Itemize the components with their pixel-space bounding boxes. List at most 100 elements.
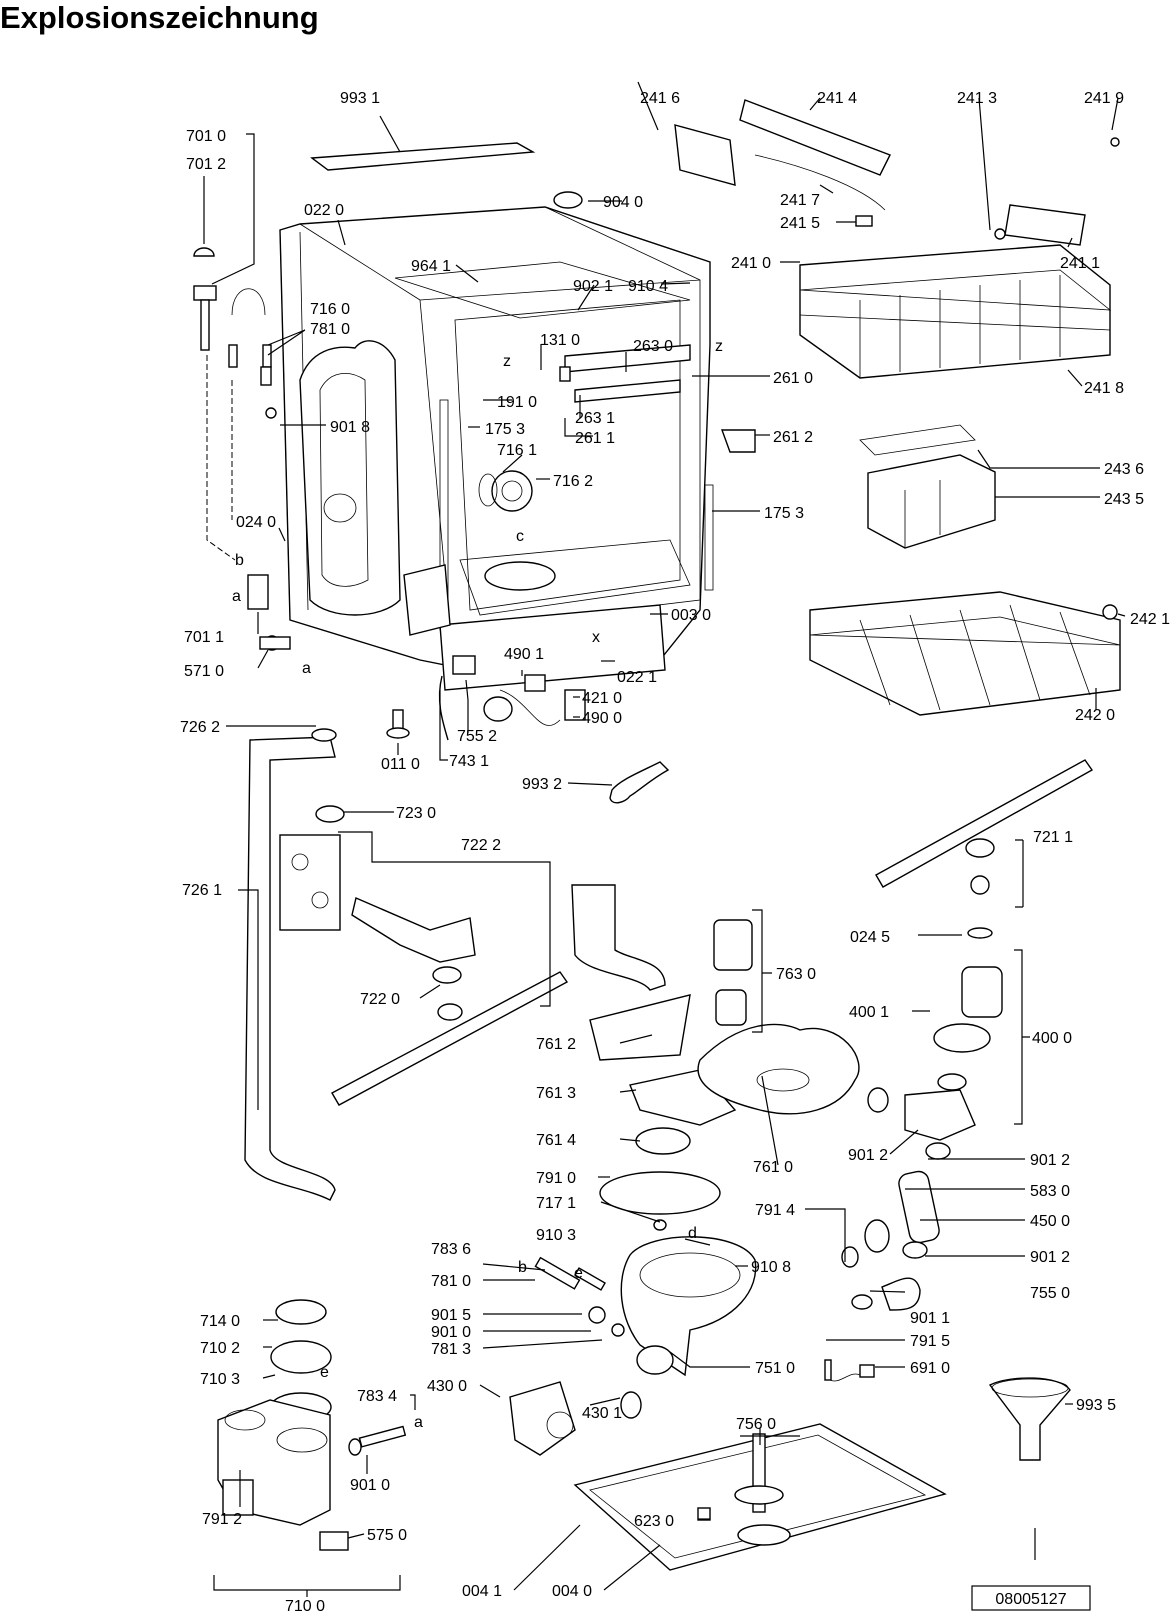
part-label: 755 2 <box>457 728 497 745</box>
part-label: 242 1 <box>1130 611 1170 628</box>
parts-drawing <box>193 99 1121 1571</box>
part-label: 761 4 <box>536 1132 576 1149</box>
ref-letter: a <box>302 660 311 677</box>
part-label: 910 8 <box>751 1259 791 1276</box>
part-label: 716 2 <box>553 473 593 490</box>
part-label: 701 1 <box>184 629 224 646</box>
reference-letters: z z c x b a a b e e d a <box>232 338 723 1431</box>
part-label: 243 5 <box>1104 491 1144 508</box>
part-label: 710 0 <box>285 1598 325 1614</box>
part-label: 904 0 <box>603 194 643 211</box>
part-label: 241 9 <box>1084 90 1124 107</box>
part-label: 751 0 <box>755 1360 795 1377</box>
part-label: 261 1 <box>575 430 615 447</box>
part-label: 901 8 <box>330 419 370 436</box>
part-label: 241 4 <box>817 90 857 107</box>
part-label: 243 6 <box>1104 461 1144 478</box>
ref-letter: b <box>235 552 244 569</box>
part-label: 993 5 <box>1076 1397 1116 1414</box>
part-label: 901 2 <box>848 1147 888 1164</box>
part-label: 910 4 <box>628 278 668 295</box>
part-label: 263 0 <box>633 338 673 355</box>
part-label: 791 2 <box>202 1511 242 1528</box>
part-label: 022 1 <box>617 669 657 686</box>
lower-basket <box>809 591 1121 716</box>
part-label: 004 0 <box>552 1583 592 1600</box>
ref-letter: a <box>232 588 241 605</box>
part-label: 783 4 <box>357 1388 397 1405</box>
part-label: 430 1 <box>582 1405 622 1422</box>
part-label: 726 2 <box>180 719 220 736</box>
part-label: 783 6 <box>431 1241 471 1258</box>
part-label: 011 0 <box>381 756 420 773</box>
part-label: 022 0 <box>304 202 344 219</box>
part-label: 781 0 <box>310 321 350 338</box>
part-label: 901 0 <box>431 1324 471 1341</box>
part-label: 910 3 <box>536 1227 576 1244</box>
part-label: 263 1 <box>575 410 615 427</box>
part-label: 722 0 <box>360 991 400 1008</box>
part-label: 791 0 <box>536 1170 576 1187</box>
part-label: 175 3 <box>485 421 525 438</box>
part-label: 400 1 <box>849 1004 889 1021</box>
part-label: 755 0 <box>1030 1285 1070 1302</box>
part-label: 450 0 <box>1030 1213 1070 1230</box>
part-label: 241 1 <box>1060 255 1100 272</box>
part-label: 004 1 <box>462 1583 502 1600</box>
part-labels: 993 1 701 0 701 2 022 0 964 1 902 1 910 … <box>180 90 1170 1614</box>
upper-basket <box>799 244 1112 379</box>
part-label: 261 2 <box>773 429 813 446</box>
part-label: 723 0 <box>396 805 436 822</box>
part-label: 756 0 <box>736 1416 776 1433</box>
ref-letter: z <box>715 338 723 355</box>
part-label: 964 1 <box>411 258 451 275</box>
ref-letter: e <box>574 1265 583 1282</box>
part-label: 726 1 <box>182 882 222 899</box>
part-label: 400 0 <box>1032 1030 1072 1047</box>
ref-letter: d <box>688 1225 697 1242</box>
part-label: 024 5 <box>850 929 890 946</box>
part-label: 241 6 <box>640 90 680 107</box>
part-label: 430 0 <box>427 1378 467 1395</box>
part-label: 901 2 <box>1030 1152 1070 1169</box>
part-label: 993 2 <box>522 776 562 793</box>
part-label: 242 0 <box>1075 707 1115 724</box>
part-label: 781 3 <box>431 1341 471 1358</box>
part-label: 421 0 <box>582 690 622 707</box>
page-title: Explosionszeichnung <box>0 0 319 35</box>
part-label: 901 0 <box>350 1477 390 1494</box>
part-label: 761 3 <box>536 1085 576 1102</box>
ref-letter: b <box>518 1259 527 1276</box>
part-label: 721 1 <box>1033 829 1073 846</box>
ref-letter: z <box>503 353 511 370</box>
part-label: 490 1 <box>504 646 544 663</box>
part-label: 993 1 <box>340 90 380 107</box>
part-label: 901 5 <box>431 1307 471 1324</box>
part-label: 791 5 <box>910 1333 950 1350</box>
part-label: 191 0 <box>497 394 537 411</box>
part-label: 241 7 <box>780 192 820 209</box>
part-label: 003 0 <box>671 607 711 624</box>
part-label: 791 4 <box>755 1202 795 1219</box>
part-label: 710 3 <box>200 1371 240 1388</box>
drawing-number: 08005127 <box>995 1591 1066 1608</box>
part-label: 763 0 <box>776 966 816 983</box>
leader-lines <box>203 81 1126 1597</box>
part-label: 575 0 <box>367 1527 407 1544</box>
part-label: 710 2 <box>200 1340 240 1357</box>
ref-letter: a <box>414 1414 423 1431</box>
part-label: 722 2 <box>461 837 501 854</box>
part-label: 175 3 <box>764 505 804 522</box>
part-label: 691 0 <box>910 1360 950 1377</box>
part-label: 571 0 <box>184 663 224 680</box>
part-label: 716 0 <box>310 301 350 318</box>
ref-letter: x <box>592 629 600 646</box>
part-label: 743 1 <box>449 753 489 770</box>
part-label: 623 0 <box>634 1513 674 1530</box>
part-label: 583 0 <box>1030 1183 1070 1200</box>
part-label: 241 3 <box>957 90 997 107</box>
part-label: 701 0 <box>186 128 226 145</box>
part-label: 714 0 <box>200 1313 240 1330</box>
part-label: 761 2 <box>536 1036 576 1053</box>
